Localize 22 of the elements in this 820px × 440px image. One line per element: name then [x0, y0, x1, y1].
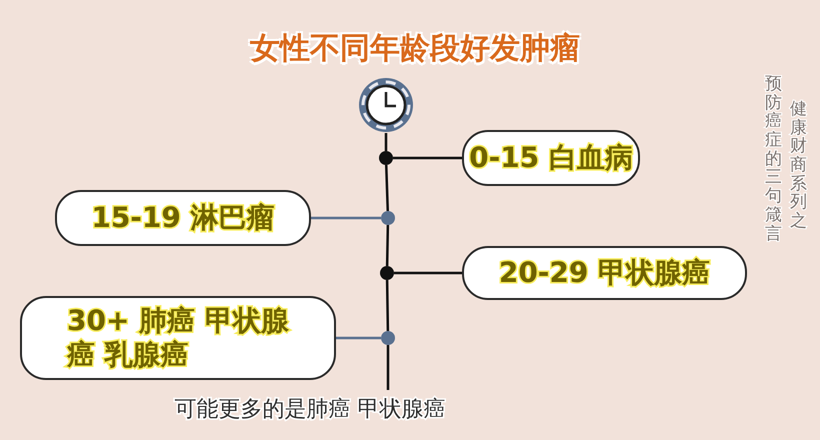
age-range-box: 30+ 肺癌 甲状腺癌 乳腺癌	[20, 296, 336, 380]
age-range-box: 0-15 白血病	[462, 130, 640, 186]
connector-line	[386, 280, 390, 332]
connector-line	[393, 156, 462, 160]
vertical-text: 预防癌症的三句箴言	[765, 75, 782, 244]
connector-line	[384, 133, 388, 151]
timeline-dot	[380, 266, 394, 280]
clock-icon	[358, 77, 414, 133]
connector-line	[336, 336, 381, 340]
connector-line	[384, 164, 390, 212]
subtitle: 可能更多的是肺癌 甲状腺癌	[174, 396, 446, 424]
age-range-box: 15-19 淋巴瘤	[55, 190, 311, 246]
timeline-dot	[379, 151, 393, 165]
title: 女性不同年龄段好发肿瘤	[249, 30, 581, 68]
connector-line	[311, 216, 381, 220]
connector-line	[394, 272, 462, 274]
timeline-dot	[381, 331, 395, 345]
connector-line	[386, 345, 390, 390]
vertical-text: 健康财商系列之	[790, 100, 807, 231]
age-range-box: 20-29 甲状腺癌	[462, 246, 747, 300]
connector-line	[386, 224, 390, 266]
timeline-dot	[381, 211, 395, 225]
